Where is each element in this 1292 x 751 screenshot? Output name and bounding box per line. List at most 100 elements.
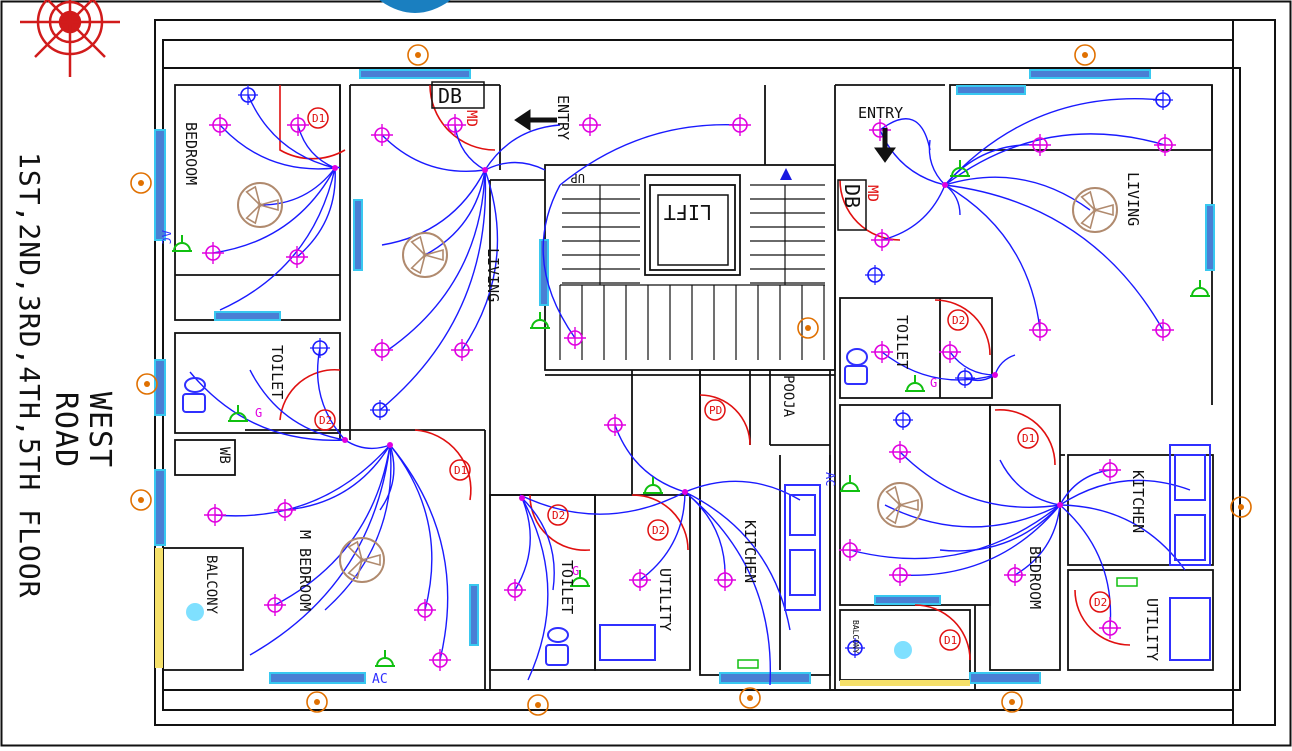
window-icon (269, 672, 366, 684)
room-label-toilet-sw: TOILET (558, 560, 576, 614)
door-tag-ring (307, 107, 329, 129)
door-swing (631, 494, 689, 551)
wire (879, 129, 946, 186)
junction-point (342, 437, 348, 443)
sockets (172, 160, 1210, 669)
wire (249, 369, 346, 441)
door-swing (279, 368, 341, 421)
wire (881, 184, 946, 241)
light-point-icon (504, 579, 526, 601)
window-icon (1029, 69, 1151, 79)
socket-icon (840, 475, 860, 492)
room-label-up: UP (571, 171, 585, 185)
switch-point-icon (370, 400, 390, 420)
wire (884, 504, 1061, 528)
door-swing (994, 408, 1056, 466)
wire (219, 167, 336, 311)
room-label-living-w: LIVING (484, 248, 502, 302)
drain-pipe-icon (797, 317, 819, 339)
ceiling-fan-icon (1072, 187, 1118, 233)
wire (519, 491, 686, 515)
room-label-balcony-e: BALCONY (851, 620, 860, 654)
door-tag-ring (547, 504, 569, 526)
socket-icon (375, 650, 395, 667)
light-point-icon (889, 441, 911, 463)
wire (614, 424, 686, 493)
window-icon (956, 85, 1026, 95)
light-point-icon (889, 564, 911, 586)
windows (154, 69, 1215, 686)
door-tag: D1 (944, 634, 957, 647)
window-icon (874, 595, 941, 605)
door-tag-ring (947, 309, 969, 331)
wire (999, 459, 1061, 506)
wire (849, 504, 1061, 560)
road-label: WEST ROAD (48, 391, 117, 469)
md-label-e: MD (864, 185, 880, 202)
socket-icon (643, 477, 663, 494)
door-tag-ring (939, 629, 961, 651)
drain-pipe-icon (739, 687, 761, 709)
wire (316, 347, 346, 441)
outer-walls (154, 19, 1276, 726)
wire (521, 497, 555, 591)
wire (928, 139, 946, 186)
door-swing (934, 299, 991, 356)
window-icon (719, 672, 811, 684)
window-icon (469, 584, 479, 646)
entry-arrow-icon (874, 128, 896, 163)
wire (1059, 504, 1186, 571)
wire (949, 351, 996, 376)
light-point-icon (714, 569, 736, 591)
room-label-utility-e: UTILITY (1143, 598, 1161, 661)
light-point-icon (204, 504, 226, 526)
drain-pipe-icon (1001, 691, 1023, 713)
light-point-icon (1152, 319, 1174, 341)
door-swing (914, 604, 971, 661)
switchboard-icon (1116, 577, 1138, 587)
wire (212, 167, 336, 254)
light-point-icon (202, 242, 224, 264)
room-label-bedroom-se: BEDROOM (1026, 546, 1044, 609)
light-point-icon (629, 569, 651, 591)
wire (899, 451, 1061, 508)
wire (297, 124, 336, 169)
window-icon (1205, 204, 1215, 271)
light-point-icon (286, 246, 308, 268)
room-label-pooja: POOJA (780, 375, 796, 418)
light-point-icon (444, 114, 466, 136)
light-point-icon (451, 339, 473, 361)
door-tag: D1 (1022, 432, 1035, 445)
door-swing (414, 429, 472, 501)
window-icon (353, 199, 363, 271)
door-swing (1074, 589, 1131, 646)
socket-icon (905, 375, 925, 392)
socket-icon (1190, 280, 1210, 297)
ac-label: AC (372, 672, 388, 687)
md-label-w: MD (463, 110, 479, 127)
room-label-bedroom-nw: BEDROOM (182, 122, 200, 185)
light-point-icon (729, 114, 751, 136)
wire (684, 491, 772, 686)
fixtures (182, 194, 1211, 666)
wire (381, 134, 486, 172)
floor-label: 1ST,2ND,3RD,4TH,5TH FLOOR (13, 152, 46, 599)
switch-point-icon (893, 410, 913, 430)
wire (944, 176, 1091, 211)
socket-icon (950, 160, 970, 177)
wire (994, 354, 1016, 376)
wire (939, 504, 1061, 552)
compass-icon (20, 0, 120, 77)
sink-fixture (599, 624, 656, 661)
room-label-kitchen-e: KITCHEN (1129, 470, 1147, 533)
light-point-icon (1099, 617, 1121, 639)
door-tag-ring (1089, 591, 1111, 613)
wire (387, 169, 486, 351)
light-point-icon (869, 119, 891, 141)
junction-point (519, 495, 525, 501)
door-tag: PD (709, 404, 722, 417)
wire (389, 444, 449, 661)
